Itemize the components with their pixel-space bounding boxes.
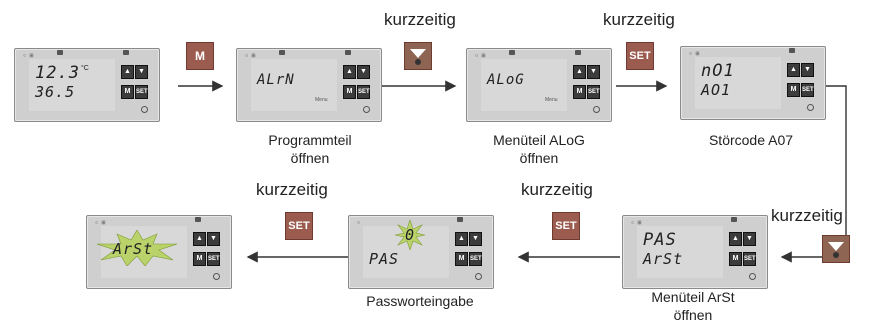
caption-menuteil-arst: Menüteil ArSt öffnen [651, 289, 735, 323]
unit-icon [279, 50, 285, 55]
set-button[interactable]: SET [587, 85, 600, 99]
m-key-action: M [186, 42, 214, 70]
unit-icon [123, 50, 129, 55]
m-button[interactable]: M [193, 252, 206, 266]
set-key-action-3: SET [285, 212, 313, 240]
up-button[interactable]: ▲ [455, 232, 468, 246]
caption-passworteingabe: Passworteingabe [366, 293, 474, 309]
down-button[interactable]: ▼ [357, 65, 370, 79]
display-line-1: nO1 [701, 61, 735, 81]
display-line-2: 36.5 [35, 83, 76, 101]
m-button[interactable]: M [455, 252, 468, 266]
unit-icon [509, 50, 515, 55]
m-button[interactable]: M [121, 85, 134, 99]
kurzzeitig-label-4: kurzzeitig [521, 180, 593, 199]
up-button[interactable]: ▲ [573, 65, 586, 79]
menu-tag: Menu [315, 97, 328, 103]
unit-icon [731, 217, 737, 222]
clock-icon [807, 104, 814, 111]
down-button[interactable]: ▼ [207, 232, 220, 246]
kurzzeitig-label-5: kurzzeitig [256, 180, 328, 199]
controller-display-4: ○ ⊞ nO1 AO1 ▲ ▼ M SET [680, 46, 826, 120]
controller-display-3: ○ ⊞ ALoG Menu ▲ ▼ M SET [466, 48, 612, 122]
set-button[interactable]: SET [743, 252, 756, 266]
m-button[interactable]: M [343, 85, 356, 99]
display-line-1: 12.3 [35, 63, 80, 83]
m-button[interactable]: M [729, 252, 742, 266]
controller-display-5: ○ ⊞ PAS ArSt ▲ ▼ M SET [622, 215, 768, 289]
unit-icon [789, 48, 795, 53]
set-button[interactable]: SET [469, 252, 482, 266]
set-button[interactable]: SET [207, 252, 220, 266]
down-arrow-icon [410, 49, 426, 65]
display-line-1: 0 [405, 226, 416, 244]
display-line-1: PAS [643, 230, 677, 250]
kurzzeitig-label-3: kurzzeitig [771, 206, 843, 225]
unit-icon [195, 217, 201, 222]
unit-icon [345, 50, 351, 55]
up-button[interactable]: ▲ [343, 65, 356, 79]
unit-icon [575, 50, 581, 55]
display-line-2: ArSt [643, 250, 684, 268]
kurzzeitig-label-2: kurzzeitig [603, 10, 675, 29]
up-button[interactable]: ▲ [729, 232, 742, 246]
controller-display-6: ○ 0 PAS ▲ ▼ M SET [348, 215, 494, 289]
up-button[interactable]: ▲ [787, 63, 800, 77]
down-button[interactable]: ▼ [135, 65, 148, 79]
set-key-action: SET [626, 42, 654, 70]
down-button[interactable]: ▼ [469, 232, 482, 246]
clock-icon [749, 273, 756, 280]
caption-menuteil-alog: Menüteil ALoG öffnen [493, 132, 585, 166]
unit-label: °C [81, 65, 89, 72]
up-button[interactable]: ▲ [121, 65, 134, 79]
arrow-4-5 [780, 85, 847, 263]
controller-display-2: ○ ⊞ ALrN Menu ▲ ▼ M SET [236, 48, 382, 122]
clock-icon [141, 106, 148, 113]
clock-icon [475, 273, 482, 280]
set-button[interactable]: SET [357, 85, 370, 99]
set-button[interactable]: SET [801, 83, 814, 97]
controller-display-7: ○ ⊞ ArSt ▲ ▼ M SET [86, 215, 232, 289]
caption-stoercode: Störcode A07 [708, 132, 794, 148]
unit-icon [57, 50, 63, 55]
blink-burst-icon [97, 230, 177, 266]
down-arrow-icon [828, 242, 844, 258]
down-key-action [404, 42, 432, 70]
set-button[interactable]: SET [135, 85, 148, 99]
display-line-1: ALrN [257, 72, 295, 88]
up-button[interactable]: ▲ [193, 232, 206, 246]
down-button[interactable]: ▼ [801, 63, 814, 77]
clock-icon [593, 106, 600, 113]
clock-icon [213, 273, 220, 280]
display-line-2: AO1 [701, 81, 732, 99]
controller-display-1: ○ ⊞ 12.3 °C 36.5 ▲ ▼ M SET [14, 48, 160, 122]
down-button[interactable]: ▼ [587, 65, 600, 79]
caption-programmteil: Programmteil öffnen [268, 132, 352, 166]
blink-burst-icon [395, 220, 425, 250]
display-line-1: ALoG [487, 72, 525, 88]
kurzzeitig-label-1: kurzzeitig [384, 10, 456, 29]
clock-icon [363, 106, 370, 113]
m-button[interactable]: M [573, 85, 586, 99]
set-key-action-2: SET [552, 212, 580, 240]
menu-tag: Menu [545, 97, 558, 103]
unit-icon [457, 217, 463, 222]
display-line-1: ArSt [113, 240, 154, 258]
down-button[interactable]: ▼ [743, 232, 756, 246]
m-button[interactable]: M [787, 83, 800, 97]
down-key-action-2 [822, 235, 850, 263]
display-line-2: PAS [369, 250, 400, 268]
